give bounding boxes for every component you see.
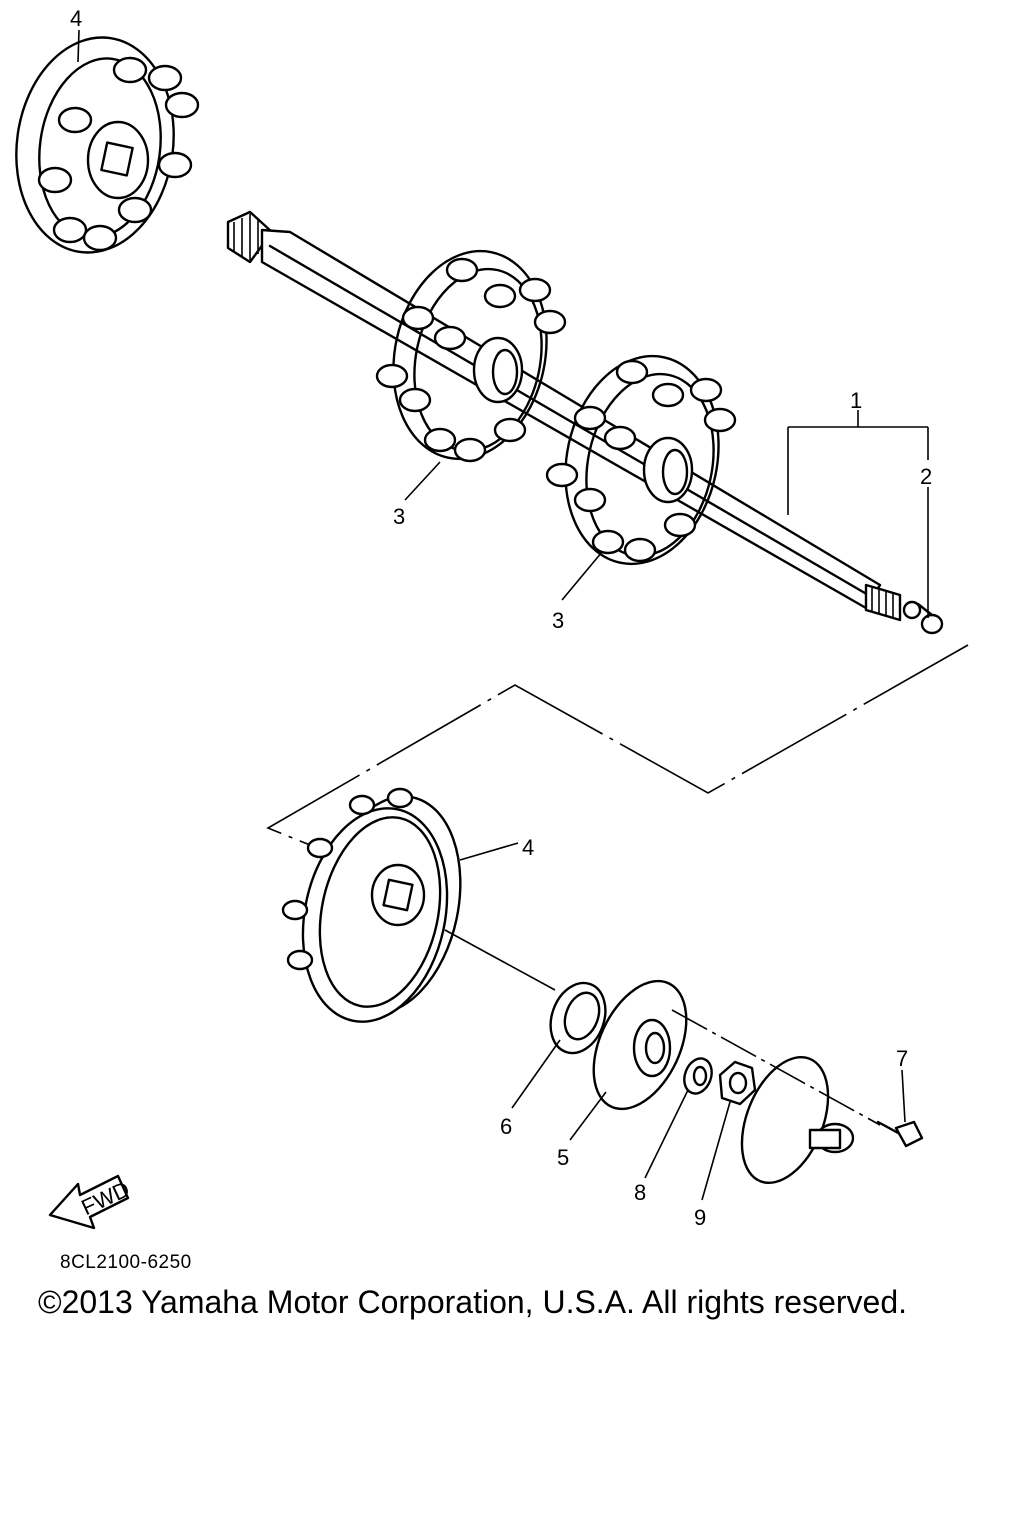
callout-6: 6 bbox=[500, 1114, 512, 1139]
leaders-bottom bbox=[444, 929, 906, 1201]
washer bbox=[683, 1057, 713, 1095]
inner-sprocket-right bbox=[545, 354, 737, 566]
callout-1: 1 bbox=[850, 388, 862, 413]
bearing-housing bbox=[592, 979, 688, 1111]
copyright-notice: ©2013 Yamaha Motor Corporation, U.S.A. A… bbox=[38, 1284, 908, 1320]
callout-9: 9 bbox=[694, 1205, 706, 1230]
callout-3-left: 3 bbox=[393, 504, 405, 529]
nut bbox=[718, 1060, 757, 1106]
assembly-dash-outline bbox=[266, 644, 969, 846]
callout-7: 7 bbox=[896, 1046, 908, 1071]
end-plate bbox=[740, 1055, 855, 1185]
callout-4-top: 4 bbox=[70, 6, 82, 31]
bolt bbox=[876, 1120, 924, 1148]
outer-sprocket-bottom bbox=[281, 787, 519, 1023]
callout-2: 2 bbox=[920, 464, 932, 489]
inner-sprocket-left bbox=[375, 249, 567, 463]
callout-5: 5 bbox=[557, 1145, 569, 1170]
bearing bbox=[549, 981, 607, 1055]
callout-8: 8 bbox=[634, 1180, 646, 1205]
callout-4-bottom: 4 bbox=[522, 835, 534, 860]
shaft-end-plug bbox=[902, 600, 944, 635]
diagram-code: 8CL2100-6250 bbox=[60, 1252, 192, 1273]
outer-sprocket-top bbox=[15, 36, 200, 254]
callout-3-right: 3 bbox=[552, 608, 564, 633]
drive-shaft bbox=[226, 210, 902, 622]
fwd-arrow-icon: FWD bbox=[48, 1174, 133, 1230]
leaders-top bbox=[77, 29, 929, 618]
